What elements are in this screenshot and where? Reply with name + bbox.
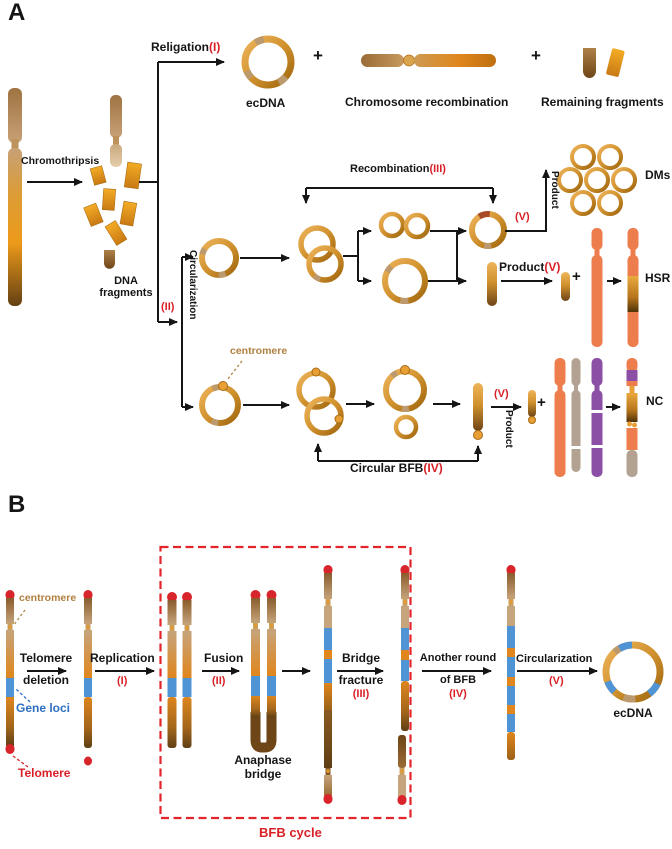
product-to-dms-arrow [505, 169, 550, 232]
centromere-dot [473, 430, 483, 440]
step-circularization-b-label: Circularization [516, 653, 593, 665]
insert-fragment [528, 390, 536, 417]
dms-cluster [557, 144, 637, 216]
dicentric-bridge-chromosome [323, 565, 333, 804]
chromosome-plain-orange [591, 228, 603, 347]
gene-loci-pointer [15, 688, 31, 703]
anaphase-bridge-line2: bridge [244, 767, 282, 781]
bridge-fracture-line1: Bridge [341, 651, 380, 665]
chromosome-b-deleted [83, 590, 93, 766]
bridge-fracture-line2: fracture [338, 673, 384, 687]
pathway-trunk [139, 58, 225, 411]
another-round-line2: of BFB [439, 674, 477, 686]
step-circularization-label: Circularization [187, 250, 198, 320]
plus-sign: + [572, 268, 581, 285]
product-vertical-label: Product [549, 171, 560, 209]
chromosome-recombination-label: Chromosome recombination [345, 95, 509, 109]
chromosome-hsr [627, 228, 639, 347]
bfb-cycle-box [159, 545, 412, 820]
ecdna-ring-top [241, 35, 295, 89]
telomere-deletion-line1: Telomere [19, 651, 73, 665]
shattered-chromosome [110, 95, 122, 167]
panel-a-label: A [8, 0, 26, 26]
chromosome-b-initial [5, 590, 15, 754]
ecdna-b-label: ecDNA [613, 706, 653, 720]
product-v-numeral: (V) [515, 211, 530, 223]
insert-fragment [561, 272, 570, 301]
chromosome-tan [571, 358, 581, 472]
centromere-a-label: centromere [230, 345, 288, 357]
chromosome-recombined [361, 54, 496, 67]
product-circle [469, 211, 507, 249]
acentric-circle [199, 238, 239, 278]
chromosome-orange [554, 358, 566, 477]
linear-product-bar [487, 262, 497, 306]
centromere-dot [311, 367, 321, 377]
gene-loci-label: Gene loci [16, 701, 71, 715]
centromere-dot [218, 381, 228, 391]
large-circle-centric [383, 368, 427, 440]
overlapping-circles-acentric [298, 225, 344, 283]
amplified-chromosome [506, 565, 516, 760]
plus-sign: + [313, 46, 323, 65]
step-fusion-numeral: (II) [212, 675, 226, 687]
step-circularization-numeral: (II) [161, 301, 175, 313]
nc-label: NC [646, 394, 664, 408]
centromere-dot [400, 365, 410, 375]
anaphase-bridge-loop [250, 712, 277, 753]
anaphase-bridge-line1: Anaphase [234, 753, 292, 767]
chromosome-intact [8, 88, 22, 306]
linearized-bar [473, 383, 483, 431]
bfb-cycle-label: BFB cycle [259, 825, 322, 840]
fractured-fragment-upper [400, 565, 410, 731]
bridge-fracture-numeral: (III) [352, 688, 370, 700]
centric-circle [199, 384, 241, 426]
dna-fragments-scatter [83, 161, 142, 269]
centromere-pointer [12, 609, 26, 627]
plus-sign: + [537, 394, 546, 411]
step-recombination-label: Recombination(III) [350, 163, 446, 175]
telomere-deletion-line2: deletion [22, 673, 69, 687]
fused-chromatids [250, 590, 277, 753]
centromere-dot [528, 416, 536, 424]
large-circle [382, 258, 428, 304]
centromere-dot [334, 414, 344, 424]
plus-sign: + [531, 46, 541, 65]
centromere-pointer [226, 360, 243, 381]
dms-label: DMs [645, 168, 671, 182]
remaining-fragments-shapes [583, 48, 625, 78]
dna-fragments-label: DNA fragments [99, 275, 153, 300]
chromosome-nc [626, 358, 638, 477]
overlapping-circles-centric [296, 370, 344, 436]
product-v-label: Product(V) [499, 260, 561, 274]
ecdna-top-label: ecDNA [246, 96, 286, 110]
product-v-numeral: (V) [494, 388, 509, 400]
another-round-line1: Another round [419, 652, 497, 664]
step-fusion-label: Fusion [204, 651, 244, 665]
telomere-label: Telomere [18, 766, 71, 780]
another-round-numeral: (IV) [449, 688, 467, 700]
branch-bracket [343, 227, 372, 285]
product-vertical-label: Product [503, 410, 514, 448]
merge-connector [428, 227, 467, 285]
fractured-fragment-lower [397, 735, 407, 805]
step-replication-label: Replication [90, 651, 155, 665]
step-religation-label: Religation(I) [151, 40, 221, 54]
step-replication-numeral: (I) [117, 675, 128, 687]
chromosome-purple [591, 358, 603, 477]
hsr-label: HSR [645, 271, 671, 285]
recombination-arrow [302, 187, 497, 204]
ecdna-ring-b [602, 641, 664, 703]
circular-bfb-label: Circular BFB(IV) [350, 461, 443, 475]
sister-chromatids [167, 592, 192, 748]
step-circularization-b-numeral: (V) [549, 675, 564, 687]
centromere-b-label: centromere [19, 592, 77, 604]
small-circle-pair [378, 211, 431, 240]
panel-b-label: B [8, 491, 26, 518]
circular-bfb-arrow [314, 443, 482, 462]
remaining-fragments-label: Remaining fragments [541, 95, 664, 109]
chromothripsis-label: Chromothripsis [21, 155, 100, 167]
